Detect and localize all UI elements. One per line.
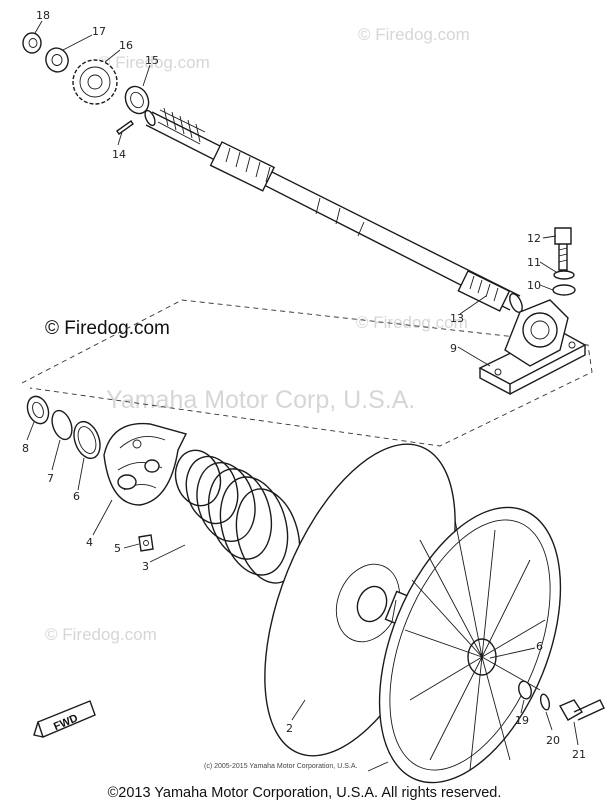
key-14 — [116, 120, 134, 135]
callout-20: 20 — [546, 734, 560, 747]
callout-10: 10 — [527, 279, 541, 292]
bolt-12 — [554, 227, 572, 271]
shaft-13 — [144, 107, 523, 314]
spring-3 — [174, 449, 301, 584]
leader-20 — [545, 711, 553, 731]
leader-21 — [573, 721, 579, 746]
leader-9 — [457, 346, 491, 367]
leader-6 — [77, 457, 85, 491]
ring-8 — [26, 395, 50, 425]
copyright-text: ©2013 Yamaha Motor Corporation, U.S.A. A… — [107, 785, 502, 801]
bolt-21 — [559, 699, 605, 721]
callout-7: 7 — [47, 472, 54, 485]
leader-3 — [149, 544, 186, 563]
callout-11: 11 — [527, 256, 541, 269]
collar-15 — [124, 85, 150, 115]
leader-2 — [291, 699, 306, 721]
callout-4: 4 — [86, 536, 93, 549]
leader-16 — [104, 49, 121, 63]
callout-19: 19 — [515, 714, 529, 727]
callout-13: 13 — [450, 312, 464, 325]
washer-20 — [539, 693, 551, 711]
watermark-firedog-mid-left: © Firedog.com — [45, 318, 170, 339]
callout-3: 3 — [142, 560, 149, 573]
leader-19 — [520, 699, 525, 714]
lock-washer-11 — [553, 270, 575, 280]
callout-5: 5 — [114, 542, 121, 555]
callout-16: 16 — [119, 39, 133, 52]
leader-5 — [123, 543, 140, 549]
sprocket-16 — [72, 59, 118, 105]
callout-12: 12 — [527, 232, 541, 245]
ring-6-inner — [77, 426, 97, 454]
callout-14: 14 — [112, 148, 126, 161]
leader-10 — [539, 284, 554, 291]
callout-8: 8 — [22, 442, 29, 455]
callout-15: 15 — [145, 54, 159, 67]
spoked-sheave — [378, 506, 562, 784]
leader-7 — [51, 439, 61, 471]
washer-19 — [518, 680, 532, 700]
leader-4 — [92, 499, 113, 536]
leader-17 — [62, 34, 93, 51]
leader-8 — [26, 421, 35, 441]
callout-6: 6 — [73, 490, 80, 503]
callout-21: 21 — [572, 748, 586, 761]
callout-9: 9 — [450, 342, 457, 355]
callout-6b: 6 — [536, 640, 543, 653]
washer-10 — [552, 284, 576, 296]
leader-11 — [539, 261, 557, 273]
nut-5 — [138, 534, 154, 552]
washer-17 — [45, 47, 69, 73]
watermark-firedog-lower-left: © Firedog.com — [45, 625, 157, 644]
callout-17: 17 — [92, 25, 106, 38]
ring-6 — [73, 420, 101, 460]
small-credit-text: (c) 2005-2015 Yamaha Motor Corporation, … — [204, 763, 358, 770]
fwd-arrow-icon: FWD — [33, 700, 96, 738]
watermark-firedog-top-right: © Firedog.com — [358, 25, 470, 44]
leader-13 — [459, 295, 487, 315]
watermark-center: Yamaha Motor Corp, U.S.A. — [106, 386, 415, 414]
leader-18 — [34, 20, 43, 34]
nut-18 — [22, 32, 42, 54]
bearing-housing-9 — [478, 299, 587, 396]
leader-1 — [367, 761, 389, 772]
leader-15 — [142, 64, 151, 87]
circlip-7 — [51, 409, 73, 441]
leader-14 — [117, 131, 123, 146]
cam-governor-4 — [103, 422, 188, 506]
leader-12 — [542, 235, 557, 239]
callout-2: 2 — [286, 722, 293, 735]
watermark-firedog-top-left: © Firedog.com — [98, 53, 210, 72]
callout-18: 18 — [36, 9, 50, 22]
watermark-firedog-mid-right: © Firedog.com — [356, 313, 468, 332]
leader-6b — [489, 647, 536, 659]
ring-8-inner — [32, 401, 44, 419]
